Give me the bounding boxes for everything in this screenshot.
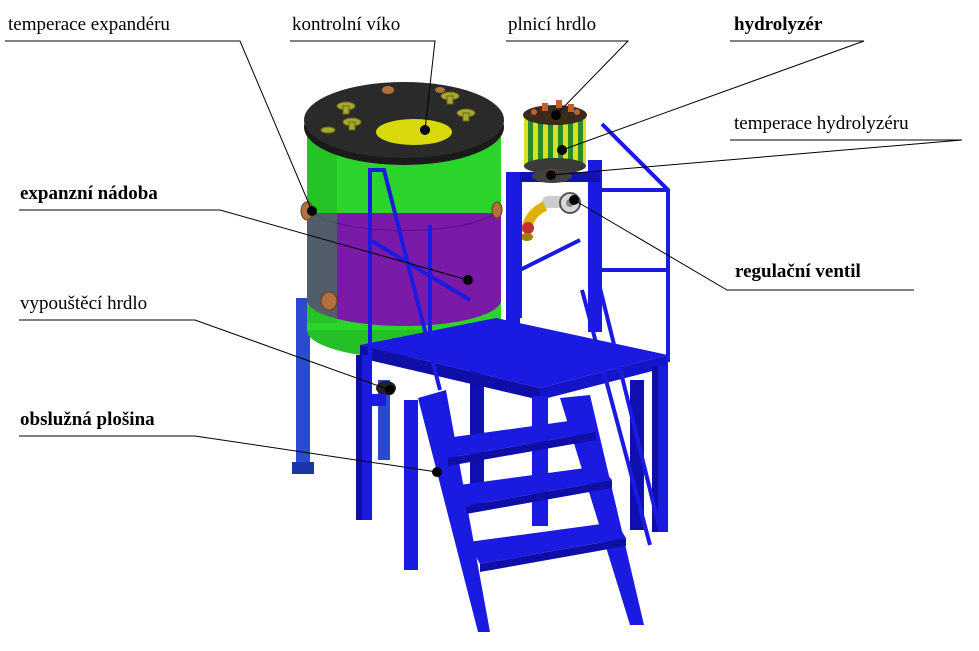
label-regulacni-ventil: regulační ventil — [735, 261, 861, 282]
filling-neck-bolts — [531, 100, 580, 115]
leader-dots — [307, 110, 579, 477]
platform-railings — [368, 122, 670, 546]
label-obsluzna-plosina: obslužná plošina — [20, 409, 155, 430]
tank-support-leg-left — [296, 298, 310, 474]
service-platform — [356, 122, 670, 632]
label-plnici-hrdlo: plnicí hrdlo — [508, 14, 596, 35]
platform-deck — [360, 318, 668, 388]
label-expanzni-nadoba: expanzní nádoba — [20, 183, 158, 204]
label-vypousteci-hrdlo: vypouštěcí hrdlo — [20, 293, 147, 314]
label-kontrolni-viko: kontrolní víko — [292, 14, 400, 35]
label-temperace-hydrolyzeru: temperace hydrolyzéru — [734, 113, 909, 134]
lid-nozzles — [320, 91, 476, 134]
stairs — [418, 390, 644, 632]
leader-lines — [5, 40, 963, 473]
label-temperace-expanderu: temperace expandéru — [8, 14, 170, 35]
label-hydrolyzer: hydrolyzér — [734, 14, 823, 35]
control-lid — [376, 119, 452, 145]
